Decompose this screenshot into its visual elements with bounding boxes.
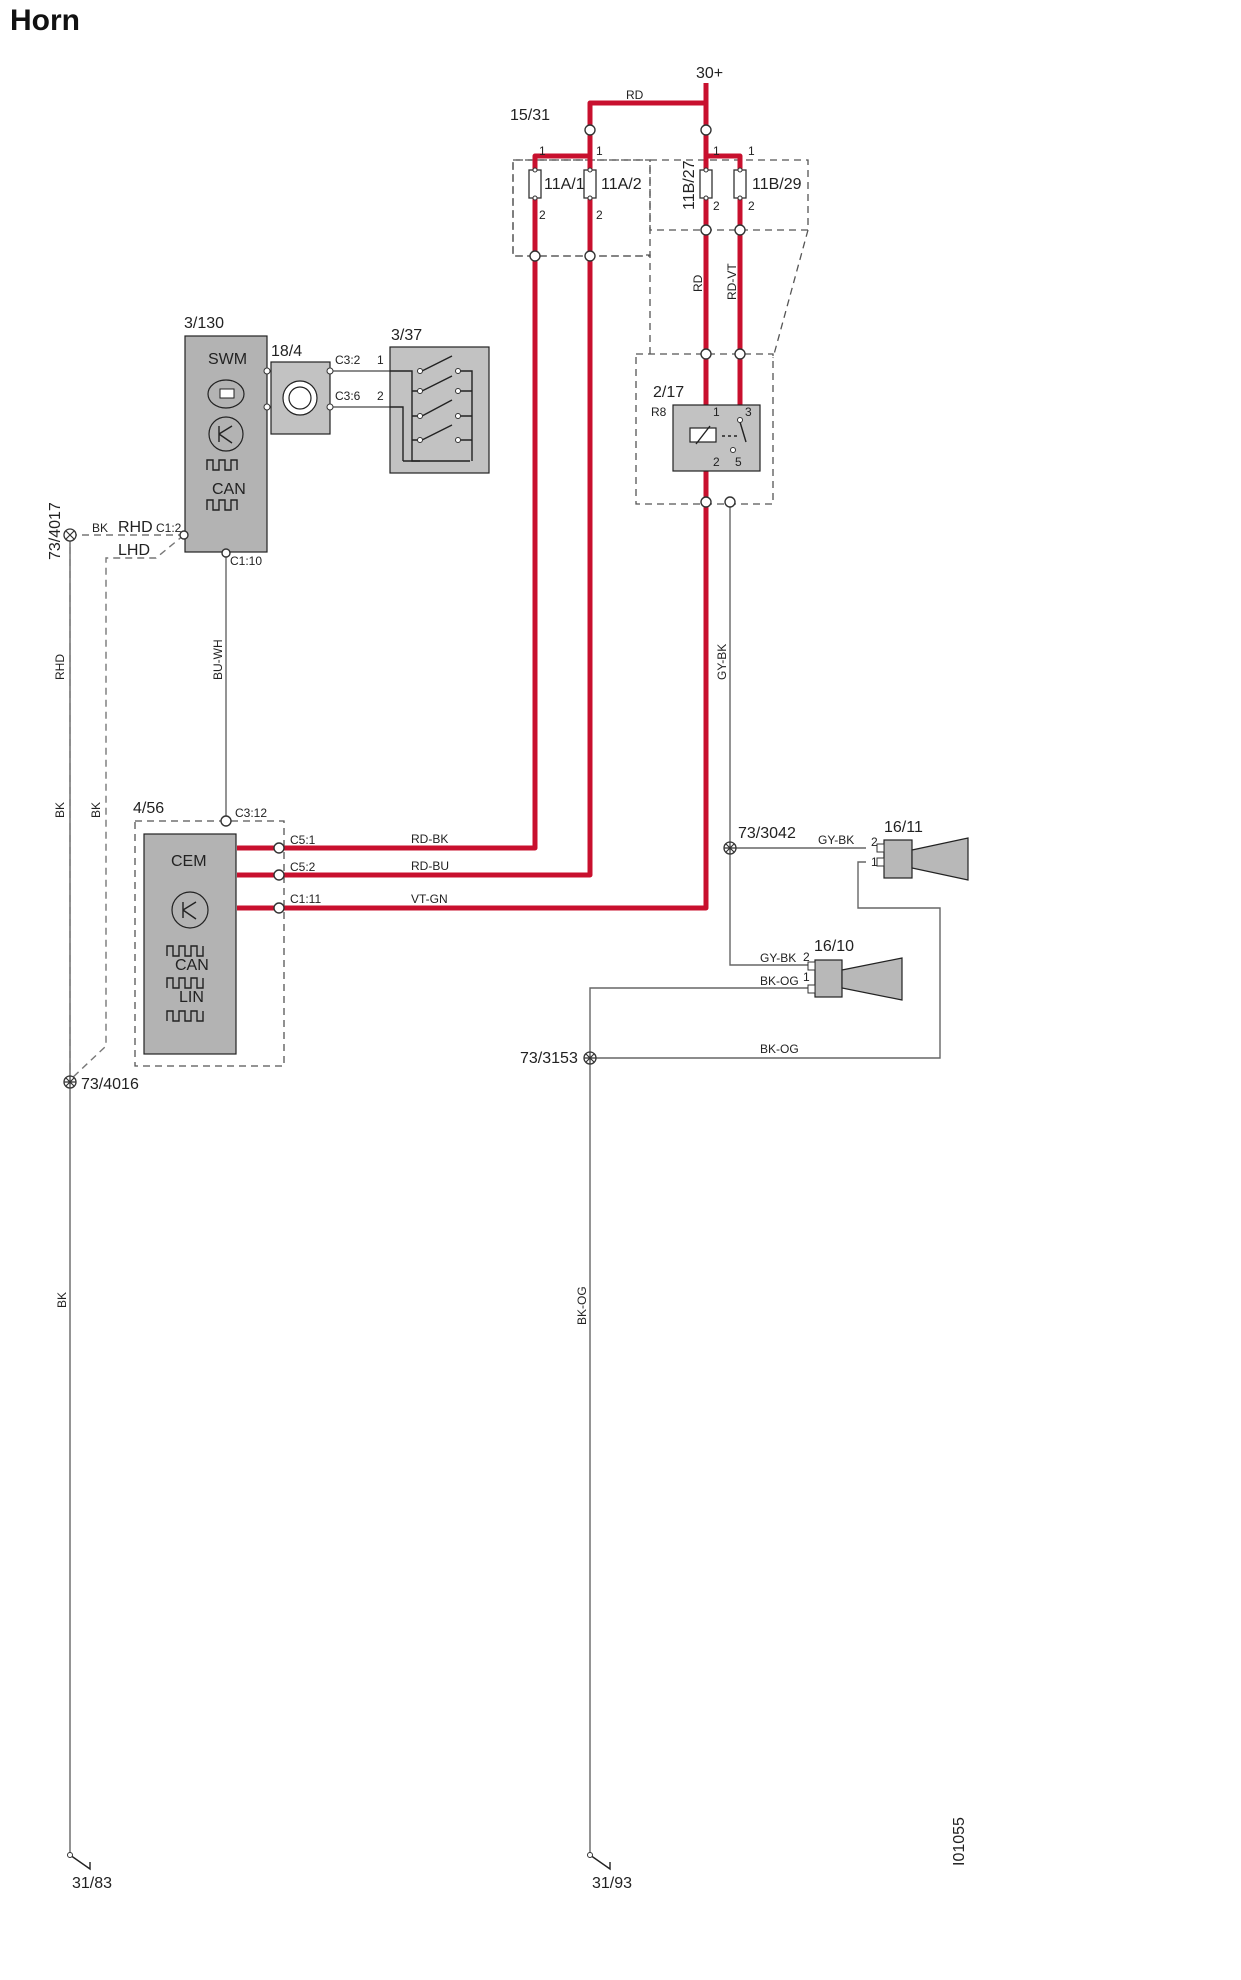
splice-4016-label: 73/4016 (81, 1076, 139, 1093)
power-wires (237, 83, 743, 911)
svg-text:1: 1 (748, 144, 755, 158)
horn-switch (389, 346, 490, 474)
connector-c1-2: C1:2 (156, 521, 182, 535)
connection-nodes (529, 124, 746, 508)
connector-c5-2: C5:2 (290, 860, 316, 874)
wire-label-bk-og-v: BK-OG (575, 1286, 589, 1325)
dashed-enclosures (134, 159, 809, 1067)
wire-label-bk-rhd: BK (92, 521, 108, 535)
wire-label-bk-bottom: BK (55, 1292, 69, 1308)
wire-label-rd-vt: RD-VT (725, 263, 739, 300)
supply-label: 30+ (696, 65, 723, 82)
splice-3153 (583, 1051, 597, 1065)
page-title: Horn (10, 4, 80, 37)
svg-text:5: 5 (735, 455, 742, 469)
wire-label-rd-bk: RD-BK (411, 832, 448, 846)
svg-text:2: 2 (596, 208, 603, 222)
splice-3153-label: 73/3153 (520, 1050, 578, 1067)
fuse-box-label: 15/31 (510, 107, 550, 124)
cem-module: CEM CAN LIN (143, 833, 237, 1055)
svg-text:2: 2 (539, 208, 546, 222)
svg-text:1: 1 (377, 353, 384, 367)
relay-name: R8 (651, 405, 667, 419)
connector-c3-2: C3:2 (335, 353, 361, 367)
svg-text:2: 2 (803, 950, 810, 964)
fuse-11b29: 1 2 11B/29 (733, 144, 802, 213)
horn-16-10 (807, 957, 903, 1001)
wire-label-gy-bk-vertical: GY-BK (715, 644, 729, 680)
wire-label-bk-left2: BK (89, 802, 103, 818)
svg-text:2: 2 (871, 835, 878, 849)
wire-label-rd-top: RD (626, 88, 644, 102)
fuse-11a2: 1 2 11A/2 (583, 144, 642, 222)
variant-lhd-label: LHD (118, 542, 150, 559)
fuse-11b29-label: 11B/29 (752, 176, 802, 193)
variant-rhd-label: RHD (118, 519, 153, 536)
wire-label-vt-gn: VT-GN (411, 892, 448, 906)
svg-text:1: 1 (803, 970, 810, 984)
wire-label-bk-left: BK (53, 802, 67, 818)
relay-r8: 1 3 2 5 (672, 404, 761, 472)
variant-rhd-vertical: RHD (53, 654, 67, 680)
swm-can-label: CAN (212, 481, 246, 498)
clock-spring (263, 361, 334, 435)
fuse-11a2-label: 11A/2 (601, 176, 642, 193)
swm-id: 3/130 (184, 315, 224, 332)
svg-text:1: 1 (871, 855, 878, 869)
svg-text:3: 3 (745, 405, 752, 419)
signal-wires (69, 370, 941, 1855)
wire-label-gy-bk-h: GY-BK (818, 833, 854, 847)
svg-text:2: 2 (377, 389, 384, 403)
wire-label-bu-wh: BU-WH (211, 639, 225, 680)
ground-31-93-label: 31/93 (592, 1875, 632, 1892)
cem-name: CEM (171, 853, 207, 870)
connector-c3-12: C3:12 (235, 806, 267, 820)
wire-label-rd-bu: RD-BU (411, 859, 449, 873)
fuse-11a1: 1 2 11A/1 (528, 144, 585, 222)
ground-31-93 (587, 1852, 611, 1871)
connector-c3-6: C3:6 (335, 389, 361, 403)
svg-text:2: 2 (748, 199, 755, 213)
splice-4016 (63, 1075, 77, 1089)
fuse-11a1-label: 11A/1 (544, 176, 585, 193)
svg-text:2: 2 (713, 199, 720, 213)
wire-label-gy-bk-low: GY-BK (760, 951, 796, 965)
fuse-11b27-label: 11B/27 (681, 160, 698, 210)
splice-3042 (723, 841, 737, 855)
svg-text:1: 1 (713, 144, 720, 158)
svg-text:1: 1 (713, 405, 720, 419)
horn-high-label: 16/11 (884, 819, 923, 836)
connector-c5-1: C5:1 (290, 833, 316, 847)
horn-switch-label: 3/37 (391, 327, 422, 344)
splice-4017 (63, 528, 77, 542)
connector-c1-11: C1:11 (290, 892, 321, 906)
wire-label-bk-og-low: BK-OG (760, 974, 799, 988)
svg-text:1: 1 (539, 144, 546, 158)
splice-4017-label: 73/4017 (47, 502, 64, 560)
splice-3042-label: 73/3042 (738, 825, 796, 842)
svg-text:1: 1 (596, 144, 603, 158)
cem-can-label: CAN (175, 957, 209, 974)
svg-text:2: 2 (713, 455, 720, 469)
horn-16-11 (876, 837, 969, 881)
wire-label-bk-og-h: BK-OG (760, 1042, 799, 1056)
ground-31-83 (67, 1852, 91, 1871)
cem-id: 4/56 (133, 800, 164, 817)
variant-wires (69, 534, 185, 1081)
wire-label-rd-vertical: RD (691, 274, 705, 292)
clock-spring-label: 18/4 (271, 343, 302, 360)
connector-c1-10: C1:10 (230, 554, 262, 568)
swm-name: SWM (208, 351, 247, 368)
horn-low-label: 16/10 (814, 938, 854, 955)
figure-id: I01055 (951, 1817, 968, 1866)
fuse-11b27: 1 2 11B/27 (681, 144, 720, 213)
ground-31-83-label: 31/83 (72, 1875, 112, 1892)
cem-lin-label: LIN (179, 989, 204, 1006)
relay-box-label: 2/17 (653, 384, 684, 401)
swm-module: SWM CAN (184, 335, 268, 553)
